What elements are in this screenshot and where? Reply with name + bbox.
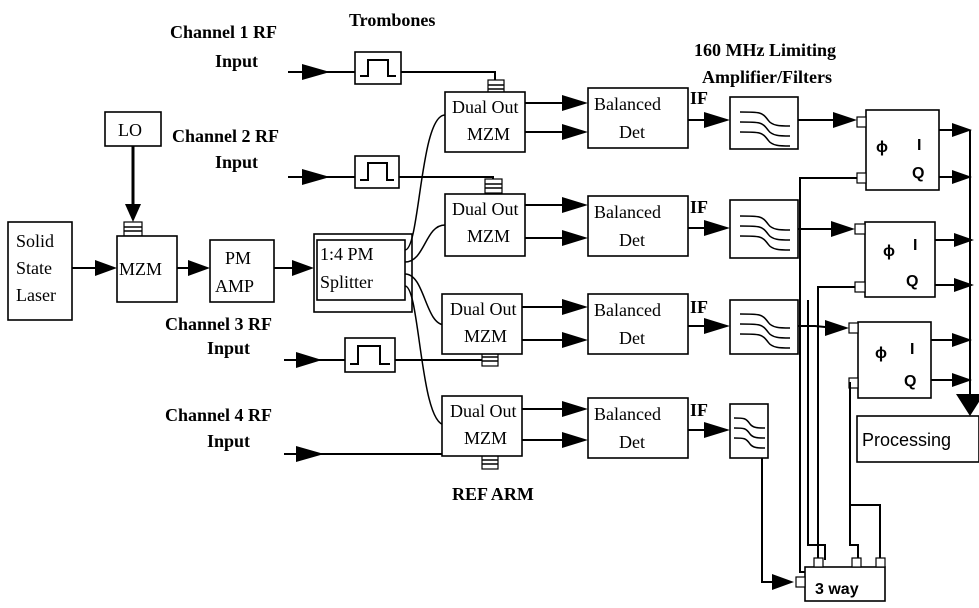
laser-label-3: Laser <box>16 285 56 305</box>
det-label-2: Det <box>619 230 645 250</box>
lo-block: LO <box>104 111 162 147</box>
ch1-label-1: Channel 1 RF <box>170 22 277 42</box>
three-way-label: 3 way <box>815 581 859 598</box>
phase-symbol: ϕ <box>875 345 887 362</box>
if-label: IF <box>690 88 708 108</box>
arrow-head <box>296 352 322 368</box>
arrow-head <box>302 64 330 80</box>
mzm-block: MZM <box>116 235 178 303</box>
arrow-head <box>296 446 324 462</box>
q-label: Q <box>912 165 924 182</box>
lo-label: LO <box>118 120 142 140</box>
arrow-head <box>95 260 117 276</box>
dual-out-mzm-1: Dual Out MZM <box>444 91 526 153</box>
phase-symbol: ϕ <box>883 243 895 260</box>
dual-out-label-2: MZM <box>467 124 510 144</box>
trombone-3 <box>344 337 396 373</box>
ch1-label-2: Input <box>215 51 258 71</box>
det-label-2: Det <box>619 432 645 452</box>
iq-demod-3: ϕ I Q <box>848 321 932 399</box>
processing-label: Processing <box>862 430 951 450</box>
q-label: Q <box>906 273 918 290</box>
balanced-det-4: Balanced Det <box>587 397 689 459</box>
bias-port <box>123 221 143 237</box>
dual-out-label-1: Dual Out <box>452 97 519 117</box>
balanced-det-1: Balanced Det <box>587 87 689 149</box>
ch3-label-1: Channel 3 RF <box>165 314 272 334</box>
pm-amp-label-2: AMP <box>215 276 254 296</box>
det-label-2: Det <box>619 122 645 142</box>
iq-demod-2: ϕ I Q <box>854 221 936 298</box>
solid-state-laser-block: Solid State Laser <box>7 221 73 321</box>
trombone-1 <box>354 51 402 85</box>
trombone-2 <box>354 155 400 189</box>
splitter-label-1: 1:4 PM <box>320 244 374 264</box>
det-label-1: Balanced <box>594 404 661 424</box>
dual-out-label-2: MZM <box>467 226 510 246</box>
arrow-head <box>292 260 314 276</box>
ch3-label-2: Input <box>207 338 250 358</box>
ch2-label-2: Input <box>215 152 258 172</box>
dual-out-label-1: Dual Out <box>450 401 517 421</box>
det-label-1: Balanced <box>594 94 661 114</box>
filters-label-1: 160 MHz Limiting <box>694 40 836 60</box>
dual-out-label-1: Dual Out <box>452 199 519 219</box>
trombones-label: Trombones <box>349 10 435 30</box>
i-label: I <box>917 137 921 154</box>
ref-arm-label: REF ARM <box>452 484 534 504</box>
arrow-head <box>956 394 979 416</box>
det-label-2: Det <box>619 328 645 348</box>
if-label: IF <box>690 400 708 420</box>
balanced-det-3: Balanced Det <box>587 293 689 355</box>
processing-block: Processing <box>856 415 979 463</box>
if-label: IF <box>690 197 708 217</box>
filter-2 <box>729 199 799 259</box>
dual-out-label-2: MZM <box>464 428 507 448</box>
mzm-label: MZM <box>119 259 162 279</box>
i-label: I <box>913 237 917 254</box>
dual-out-label-1: Dual Out <box>450 299 517 319</box>
q-label: Q <box>904 373 916 390</box>
i-label: I <box>910 341 914 358</box>
rf-port <box>481 454 499 470</box>
rf-port <box>484 178 503 194</box>
filters-label-2: Amplifier/Filters <box>702 67 832 87</box>
laser-label-1: Solid <box>16 231 54 251</box>
arrow-head <box>188 260 210 276</box>
if-label: IF <box>690 297 708 317</box>
filter-1 <box>729 96 799 150</box>
splitter-block: 1:4 PM Splitter <box>313 233 413 313</box>
filter-3 <box>729 299 799 355</box>
laser-label-2: State <box>16 258 52 278</box>
det-label-1: Balanced <box>594 202 661 222</box>
ch4-label-2: Input <box>207 431 250 451</box>
iq-demod-1: ϕ I Q <box>856 109 940 191</box>
filter-4 <box>729 403 769 459</box>
dual-out-mzm-4: Dual Out MZM <box>441 395 523 457</box>
dual-out-label-2: MZM <box>464 326 507 346</box>
splitter-label-2: Splitter <box>320 272 373 292</box>
pm-amp-label-1: PM <box>225 248 251 268</box>
three-way-splitter: 3 way <box>795 557 886 602</box>
ch4-label-1: Channel 4 RF <box>165 405 272 425</box>
dual-out-mzm-2: Dual Out MZM <box>444 193 526 257</box>
pm-amp-block: PM AMP <box>209 239 275 303</box>
arrow-head <box>302 169 330 185</box>
arrow-head <box>125 204 141 222</box>
phase-symbol: ϕ <box>876 139 888 156</box>
dual-out-mzm-3: Dual Out MZM <box>441 293 523 355</box>
ch2-label-1: Channel 2 RF <box>172 126 279 146</box>
arrow-head <box>772 574 794 590</box>
balanced-det-2: Balanced Det <box>587 195 689 257</box>
det-label-1: Balanced <box>594 300 661 320</box>
